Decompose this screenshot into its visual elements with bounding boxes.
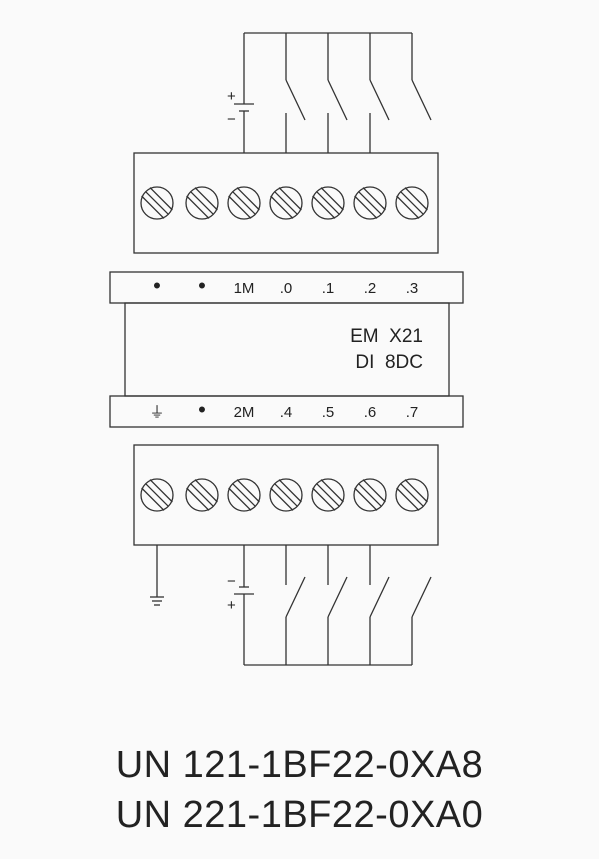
- supply-bottom-plus: +: [227, 597, 236, 614]
- bottom-terminal-label-4: .4: [280, 404, 293, 421]
- bottom-terminal-label-1: ⏚: [149, 404, 164, 421]
- supply-top-plus: +: [227, 88, 236, 105]
- bottom-terminal-label-7: .7: [406, 404, 419, 421]
- top-terminal-block: [133, 152, 439, 254]
- module-name-line1: EM X21: [350, 326, 423, 347]
- bottom-screw-6: [353, 478, 387, 512]
- part-number-1: UN 121-1BF22-0XA8: [115, 744, 484, 786]
- bottom-screw-1: [140, 478, 174, 512]
- supply-top-minus: −: [227, 111, 236, 128]
- bottom-terminal-screws: [140, 478, 429, 512]
- dc-supply-top: [234, 88, 254, 153]
- top-wiring: [234, 32, 432, 153]
- supply-bottom-minus: −: [227, 573, 236, 590]
- top-terminal-label-3: 1M: [234, 280, 255, 297]
- switches-top: [285, 79, 432, 153]
- bottom-screw-4: [269, 478, 303, 512]
- wiring-diagram: • • 1M .0 .1 .2 .3 EM X21 DI 8DC ⏚ • 2M .4 .5 .6 .7: [109, 32, 464, 666]
- top-terminal-label-2: •: [198, 273, 206, 298]
- top-screw-4: [269, 186, 303, 220]
- module-name-line2: DI 8DC: [355, 352, 423, 373]
- bottom-label-strip: [109, 395, 464, 428]
- ground-symbol: [150, 545, 164, 606]
- top-terminal-label-7: .3: [406, 280, 419, 297]
- top-terminal-label-4: .0: [280, 280, 293, 297]
- bottom-terminal-labels: ⏚ • 2M .4 .5 .6 .7: [149, 397, 418, 422]
- top-terminal-label-5: .1: [322, 280, 335, 297]
- bottom-wiring: [150, 545, 432, 666]
- top-screw-3: [227, 186, 261, 220]
- bottom-terminal-label-3: 2M: [234, 404, 255, 421]
- part-number-2: UN 221-1BF22-0XA0: [115, 794, 484, 836]
- bottom-terminal-label-2: •: [198, 397, 206, 422]
- top-terminal-label-6: .2: [364, 280, 377, 297]
- top-screw-2: [185, 186, 219, 220]
- top-screw-7: [395, 186, 429, 220]
- top-screw-5: [311, 186, 345, 220]
- module-body: [124, 302, 450, 397]
- top-terminal-screws: [140, 186, 429, 220]
- bottom-screw-3: [227, 478, 261, 512]
- bottom-screw-5: [311, 478, 345, 512]
- bottom-terminal-label-6: .6: [364, 404, 377, 421]
- bottom-screw-2: [185, 478, 219, 512]
- switches-bottom: [285, 545, 432, 665]
- bottom-terminal-label-5: .5: [322, 404, 335, 421]
- top-terminal-labels: • • 1M .0 .1 .2 .3: [153, 273, 418, 298]
- dc-supply-bottom: [234, 545, 254, 665]
- top-screw-1: [140, 186, 174, 220]
- top-screw-6: [353, 186, 387, 220]
- bottom-screw-7: [395, 478, 429, 512]
- top-terminal-label-1: •: [153, 273, 161, 298]
